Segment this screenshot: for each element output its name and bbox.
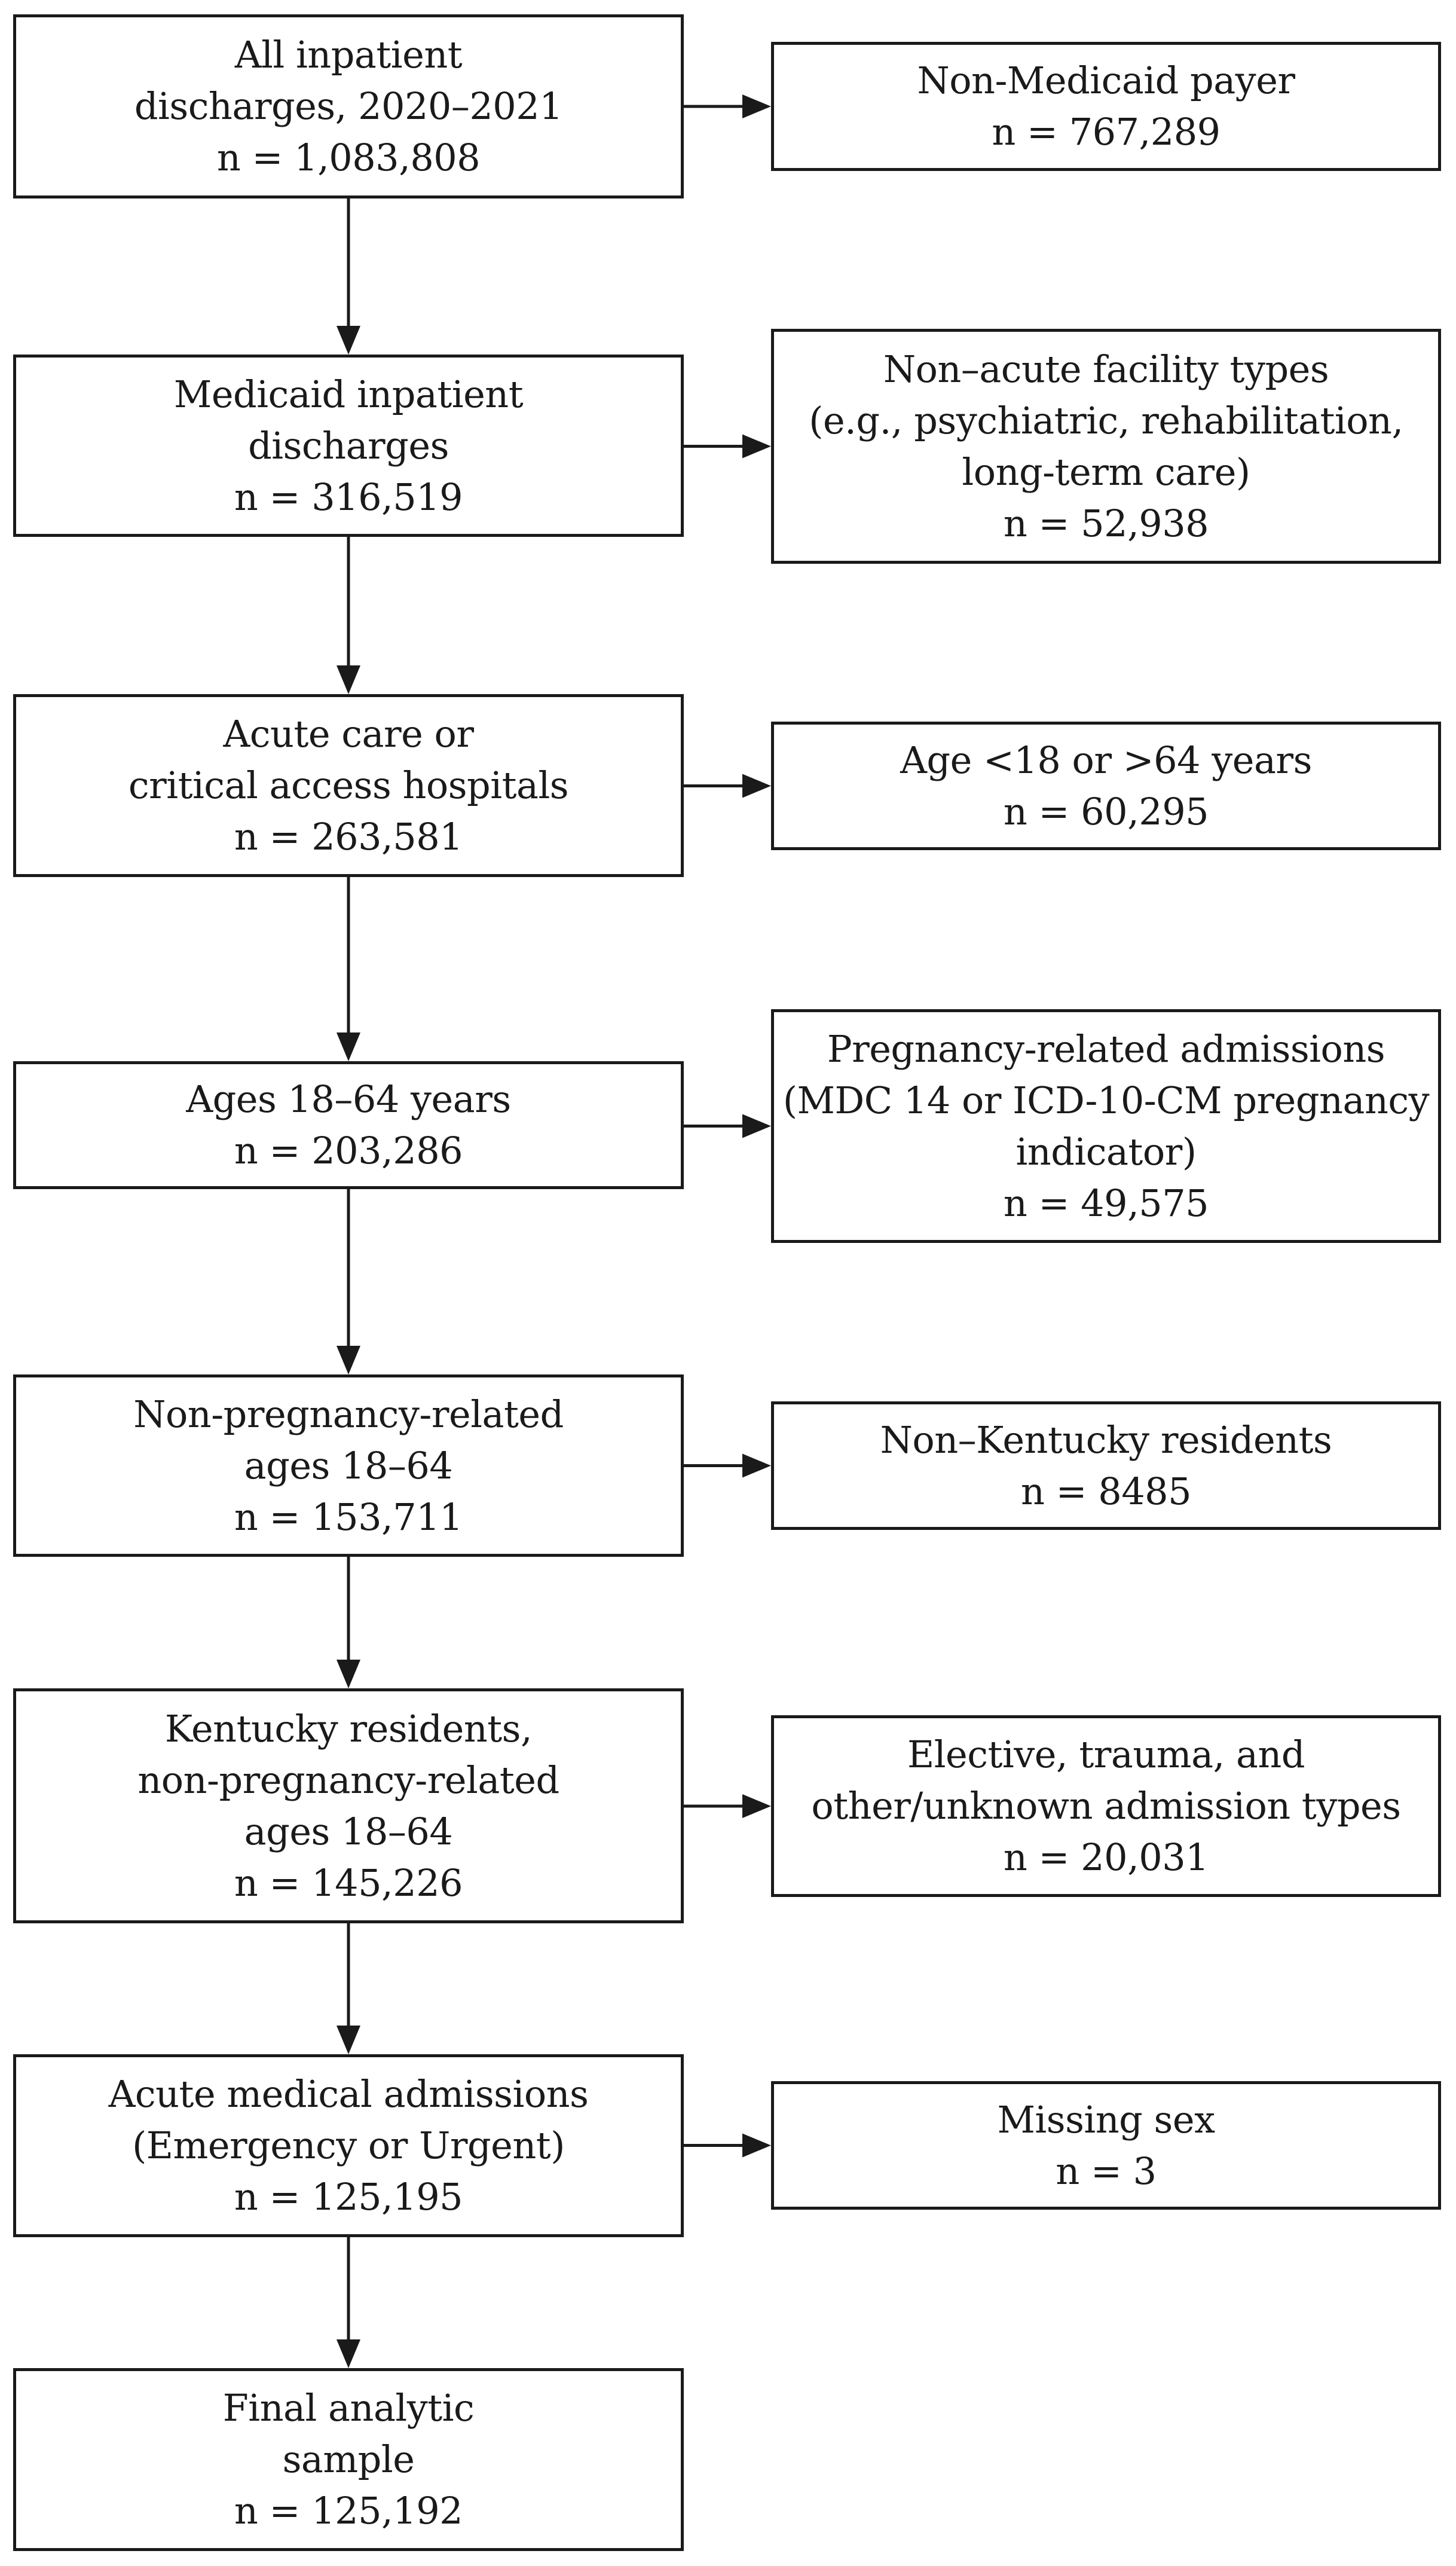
- down-arrow-3-arrowhead: [337, 1032, 360, 1061]
- down-arrow-5-arrowhead: [337, 1660, 360, 1688]
- exclusion-count: n = 52,938: [1003, 501, 1209, 545]
- exclusion-arrow-2-arrowhead: [742, 434, 771, 459]
- down-arrow-7-arrowhead: [337, 2339, 360, 2368]
- main-step-acute-care-hospitals: Acute care or critical access hospitals …: [13, 694, 684, 877]
- exclusion-pregnancy-related: Pregnancy-related admissions (MDC 14 or …: [771, 1009, 1441, 1243]
- step-count: n = 125,195: [234, 2175, 463, 2219]
- exclusion-arrow-6-arrowhead: [742, 1794, 771, 1818]
- step-text: Acute medical admissions: [108, 2072, 589, 2116]
- exclusion-arrow-1-arrowhead: [742, 94, 771, 118]
- main-step-non-pregnancy-related: Non-pregnancy-related ages 18–64 n = 153…: [13, 1374, 684, 1557]
- step-text: ages 18–64: [244, 1443, 453, 1487]
- exclusion-text: (e.g., psychiatric, rehabilitation,: [809, 398, 1403, 442]
- down-arrow-2-arrowhead: [337, 665, 360, 694]
- exclusion-arrow-7-arrowhead: [742, 2133, 771, 2158]
- exclusion-missing-sex: Missing sex n = 3: [771, 2081, 1441, 2210]
- main-step-acute-medical-admissions: Acute medical admissions (Emergency or U…: [13, 2054, 684, 2237]
- step-count: n = 263,581: [234, 815, 463, 859]
- exclusion-non-medicaid-payer: Non-Medicaid payer n = 767,289: [771, 42, 1441, 171]
- exclusion-count: n = 3: [1056, 2149, 1157, 2193]
- main-step-ages-18-64: Ages 18–64 years n = 203,286: [13, 1061, 684, 1189]
- step-text: ages 18–64: [244, 1809, 453, 1853]
- exclusion-text: Non–acute facility types: [883, 347, 1329, 391]
- step-text: sample: [282, 2437, 415, 2481]
- exclusion-age: Age <18 or >64 years n = 60,295: [771, 722, 1441, 850]
- exclusion-text: Missing sex: [997, 2097, 1215, 2142]
- exclusion-text: (MDC 14 or ICD-10-CM pregnancy: [782, 1078, 1430, 1122]
- step-text: critical access hospitals: [128, 763, 569, 807]
- down-arrow-6-arrowhead: [337, 2026, 360, 2054]
- step-text: Acute care or: [223, 712, 474, 756]
- exclusion-count: n = 60,295: [1003, 789, 1209, 833]
- main-step-kentucky-residents: Kentucky residents, non-pregnancy-relate…: [13, 1688, 684, 1923]
- main-step-final-analytic-sample: Final analytic sample n = 125,192: [13, 2368, 684, 2551]
- exclusion-admission-types: Elective, trauma, and other/unknown admi…: [771, 1715, 1441, 1897]
- step-count: n = 153,711: [234, 1495, 463, 1539]
- exclusion-non-acute-facility: Non–acute facility types (e.g., psychiat…: [771, 329, 1441, 564]
- step-text: Final analytic: [222, 2386, 475, 2430]
- step-text: Ages 18–64 years: [186, 1077, 511, 1121]
- exclusion-text: indicator): [1015, 1129, 1197, 1174]
- exclusion-text: Elective, trauma, and: [907, 1733, 1305, 1776]
- step-text: discharges, 2020–2021: [134, 84, 563, 128]
- exclusion-count: n = 767,289: [992, 110, 1221, 154]
- exclusion-arrow-3-arrowhead: [742, 774, 771, 798]
- exclusion-count: n = 49,575: [1003, 1181, 1209, 1225]
- exclusion-arrow-5-arrowhead: [742, 1453, 771, 1478]
- step-text: Non-pregnancy-related: [133, 1392, 564, 1436]
- step-text: non-pregnancy-related: [137, 1758, 559, 1802]
- exclusion-arrow-4-arrowhead: [742, 1114, 771, 1138]
- exclusion-count: n = 8485: [1020, 1469, 1192, 1513]
- step-text: Kentucky residents,: [164, 1706, 533, 1751]
- exclusion-text: long-term care): [962, 450, 1250, 494]
- exclusion-text: other/unknown admission types: [811, 1784, 1401, 1828]
- exclusion-text: Pregnancy-related admissions: [827, 1027, 1385, 1071]
- main-step-medicaid-discharges: Medicaid inpatient discharges n = 316,51…: [13, 355, 684, 537]
- main-step-all-discharges: All inpatient discharges, 2020–2021 n = …: [13, 14, 684, 198]
- exclusion-count: n = 20,031: [1003, 1835, 1209, 1879]
- step-count: n = 1,083,808: [216, 136, 481, 179]
- down-arrow-1-arrowhead: [337, 326, 360, 355]
- step-text: (Emergency or Urgent): [132, 2124, 565, 2167]
- down-arrow-4-arrowhead: [337, 1346, 360, 1374]
- exclusion-text: Non–Kentucky residents: [880, 1418, 1332, 1462]
- step-count: n = 316,519: [234, 475, 463, 519]
- step-text: discharges: [248, 423, 449, 468]
- step-text: Medicaid inpatient: [173, 372, 524, 416]
- exclusion-text: Non-Medicaid payer: [917, 59, 1295, 102]
- exclusion-non-kentucky: Non–Kentucky residents n = 8485: [771, 1401, 1441, 1530]
- exclusion-text: Age <18 or >64 years: [900, 738, 1312, 782]
- step-text: All inpatient: [234, 33, 463, 77]
- step-count: n = 125,192: [234, 2489, 463, 2533]
- step-count: n = 145,226: [234, 1861, 463, 1905]
- step-count: n = 203,286: [234, 1129, 463, 1172]
